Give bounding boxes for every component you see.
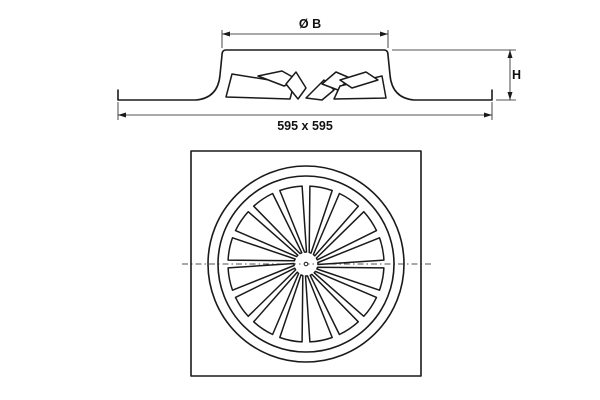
plan-blade [252, 192, 303, 255]
plan-blade [234, 210, 299, 258]
plan-square-frame [190, 150, 422, 377]
plan-blade [308, 185, 333, 254]
diffuser-profile [117, 49, 493, 101]
center-point [303, 261, 309, 267]
plan-blades [227, 185, 385, 343]
height-dimension: H [392, 49, 521, 101]
plan-blade [312, 192, 360, 257]
plan-blade [252, 271, 300, 336]
plan-view [182, 150, 432, 377]
plan-blade [309, 273, 360, 336]
plan-blade [227, 262, 295, 291]
size-label: 595 x 595 [277, 119, 333, 133]
plan-blade [316, 266, 385, 291]
diameter-label: Ø B [299, 17, 321, 31]
plan-blade [313, 270, 378, 318]
plan-blade [227, 237, 296, 262]
plan-blade [317, 237, 385, 266]
plan-blade [315, 210, 378, 261]
section-blades [225, 70, 387, 101]
plan-blade [234, 267, 297, 318]
plan-blade [279, 185, 308, 253]
side-view: Ø B H 595 x 595 [117, 17, 521, 133]
diameter-dimension: Ø B [221, 17, 389, 48]
plan-blade [304, 275, 333, 343]
plan-blade [279, 274, 304, 343]
height-label: H [512, 68, 521, 82]
size-dimension: 595 x 595 [117, 102, 493, 133]
